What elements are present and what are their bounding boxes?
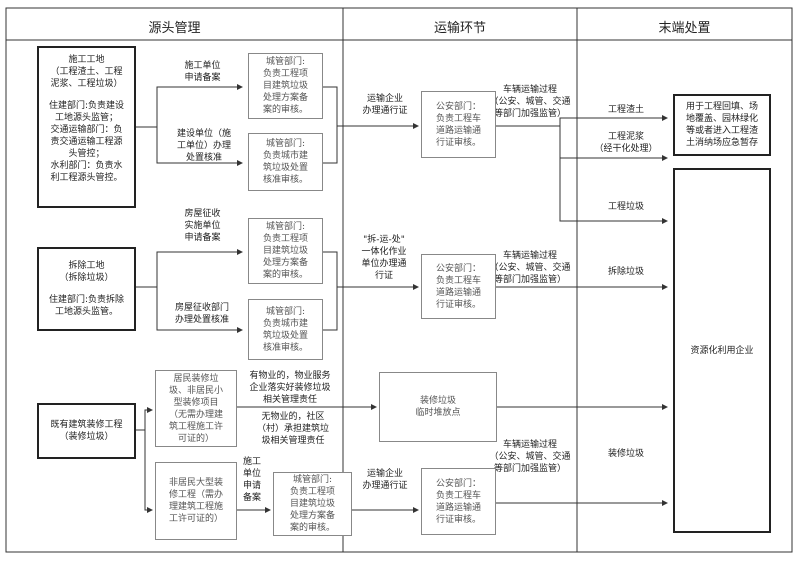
- label-vehicle-process-2: 车辆运输过程 （公安、城管、交通 等部门加强监管）: [489, 251, 571, 285]
- construction-site-box: 施工工地 （工程渣土、工程 泥浆、工程垃圾） 住建部门:负责建设 工地源头监管；…: [37, 46, 136, 208]
- temporary-storage-text: 装修垃圾 临时堆放点: [415, 396, 461, 418]
- label-reno-waste: 装修垃圾: [607, 449, 644, 459]
- renovation-site-box: 既有建筑装修工程 （装修垃圾）: [37, 403, 136, 459]
- backfill-box: 用于工程回填、场 地覆盖、园林绿化 等或者进入工程渣 土消纳场应急暂存: [673, 94, 771, 156]
- label-vehicle-process-3: 车辆运输过程 （公安、城管、交通 等部门加强监管）: [489, 440, 571, 474]
- urban-mgmt-plan-review-3: 城管部门: 负责工程项 目建筑垃圾 处理方案备 案的审核。: [273, 472, 352, 536]
- label-eng-waste: 工程垃圾: [607, 202, 644, 212]
- label-transport-permit-3: 运输企业 办理通行证: [362, 469, 408, 491]
- label-construction-unit-filing: 施工单位 申请备案: [184, 61, 221, 83]
- recycling-enterprise-box: 资源化利用企业: [673, 168, 771, 533]
- label-no-property: 无物业的，社区 （村）承担建筑垃 圾相关管理责任: [256, 412, 329, 446]
- label-demo-waste: 拆除垃圾: [607, 267, 644, 277]
- police-permit-review-1: 公安部门： 负责工程车 道路运输通 行证审核。: [421, 91, 496, 158]
- label-housing-levy-filing: 房屋征收 实施单位 申请备案: [184, 209, 221, 243]
- label-build-unit-permit: 建设单位（施 工单位）办理 处置核准: [176, 129, 231, 163]
- renovation-site-title: 既有建筑装修工程 （装修垃圾）: [50, 420, 123, 442]
- urban-mgmt-plan-review-1-text: 城管部门: 负责工程项 目建筑垃圾 处理方案备 案的审核。: [262, 57, 308, 115]
- urban-mgmt-plan-review-2-text: 城管部门: 负责工程项 目建筑垃圾 处理方案备 案的审核。: [262, 222, 308, 280]
- label-construction-unit-filing-2: 施工 单位 申请 备案: [242, 457, 261, 503]
- urban-mgmt-plan-review-2: 城管部门: 负责工程项 目建筑垃圾 处理方案备 案的审核。: [248, 218, 323, 284]
- backfill-text: 用于工程回填、场 地覆盖、园林绿化 等或者进入工程渣 土消纳场应急暂存: [685, 102, 758, 148]
- police-permit-review-1-text: 公安部门： 负责工程车 道路运输通 行证审核。: [435, 101, 481, 148]
- resident-small-renovation-text: 居民装修垃 圾、非居民小 型装修项目 （无需办理建 筑工程施工许 可证的）: [168, 373, 223, 444]
- urban-mgmt-plan-review-3-text: 城管部门: 负责工程项 目建筑垃圾 处理方案备 案的审核。: [289, 475, 335, 533]
- label-vehicle-process-1: 车辆运输过程 （公安、城管、交通 等部门加强监管）: [489, 85, 571, 119]
- police-permit-review-3: 公安部门： 负责工程车 道路运输通 行证审核。: [421, 468, 496, 535]
- header-source: 源头管理: [148, 21, 201, 36]
- label-housing-levy-permit: 房屋征收部门 办理处置核准: [174, 303, 229, 325]
- police-permit-review-2: 公安部门： 负责工程车 道路运输通 行证审核。: [421, 254, 496, 319]
- header-end: 末端处置: [658, 21, 711, 36]
- label-transport-permit-1: 运输企业 办理通行证: [362, 94, 408, 116]
- urban-mgmt-permit-review-1-text: 城管部门: 负责城市建 筑垃圾处置 核准审核。: [262, 139, 308, 185]
- label-eng-soil: 工程渣土: [607, 105, 644, 115]
- police-permit-review-2-text: 公安部门： 负责工程车 道路运输通 行证审核。: [435, 263, 481, 310]
- recycling-enterprise-text: 资源化利用企业: [690, 345, 754, 356]
- label-eng-mud: 工程泥浆 （经干化处理）: [594, 132, 658, 154]
- construction-site-body: 住建部门:负责建设 工地源头监管； 交通运输部门：负 责交通运输工程源 头管控；…: [48, 101, 125, 183]
- demolition-site-title: 拆除工地 （拆除垃圾）: [59, 261, 114, 283]
- label-transport-permit-2: "拆-运-处" 一体化作业 单位办理通 行证: [361, 235, 407, 281]
- label-property-service: 有物业的，物业服务 企业落实好装修垃圾 相关管理责任: [249, 371, 331, 405]
- header-transport: 运输环节: [433, 21, 486, 36]
- temporary-storage-box: 装修垃圾 临时堆放点: [379, 372, 497, 442]
- police-permit-review-3-text: 公安部门： 负责工程车 道路运输通 行证审核。: [435, 478, 481, 525]
- urban-mgmt-permit-review-2: 城管部门: 负责城市建 筑垃圾处置 核准审核。: [248, 299, 323, 360]
- urban-mgmt-permit-review-1: 城管部门: 负责城市建 筑垃圾处置 核准审核。: [248, 133, 323, 191]
- non-resident-large-renovation-box: 非居民大型装 修工程（需办 理建筑工程施 工许可证的）: [155, 462, 237, 540]
- urban-mgmt-permit-review-2-text: 城管部门: 负责城市建 筑垃圾处置 核准审核。: [262, 306, 308, 353]
- construction-site-title: 施工工地 （工程渣土、工程 泥浆、工程垃圾）: [50, 55, 123, 89]
- resident-small-renovation-box: 居民装修垃 圾、非居民小 型装修项目 （无需办理建 筑工程施工许 可证的）: [155, 370, 237, 447]
- demolition-site-box: 拆除工地 （拆除垃圾） 住建部门:负责拆除 工地源头监管。: [37, 247, 136, 331]
- urban-mgmt-plan-review-1: 城管部门: 负责工程项 目建筑垃圾 处理方案备 案的审核。: [248, 53, 323, 119]
- non-resident-large-renovation-text: 非居民大型装 修工程（需办 理建筑工程施 工许可证的）: [168, 478, 223, 524]
- demolition-site-body: 住建部门:负责拆除 工地源头监管。: [48, 295, 125, 317]
